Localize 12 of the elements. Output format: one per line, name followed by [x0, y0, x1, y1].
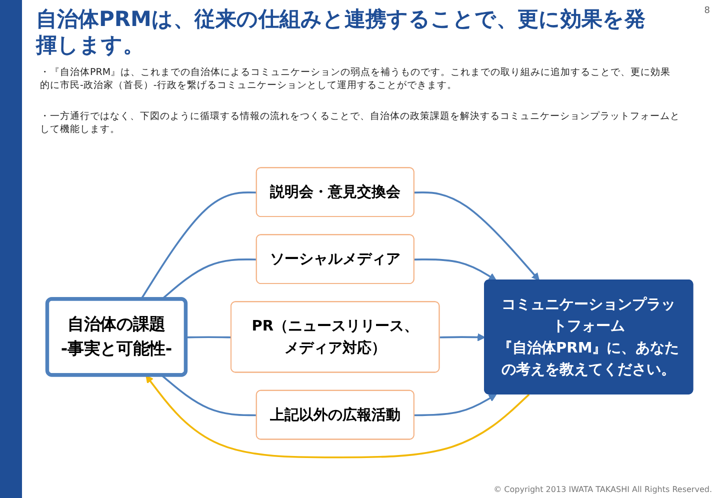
connector — [161, 374, 257, 416]
connector — [186, 336, 232, 338]
arrow — [146, 375, 530, 458]
arrow — [414, 192, 540, 281]
arrow — [440, 333, 486, 342]
arrow — [414, 394, 497, 416]
bullet-text: ・一方通行ではなく、下図のように循環する情報の流れをつくることで、自治体の政策課題を解決するコミュニケーションプラットフォームとして機能します。 — [40, 110, 680, 137]
slide-title: 自治体PRMは、従来の仕組みと連携することで、更に効果を発揮します。 — [36, 6, 646, 58]
page-number: 8 — [704, 6, 710, 16]
arrow — [414, 258, 497, 281]
copyright-note: © Copyright 2013 IWATA TAKASHI All Rights Reserved. — [494, 485, 712, 494]
bullet-text: ・『自治体PRM』は、これまでの自治体によるコミュニケーションの弱点を補うものです。これまでの取り組みに追加することで、更に効果的に市民-政治家（首長）-行政を繋げるコミュニケーションとして運用することができます。 — [40, 66, 672, 93]
